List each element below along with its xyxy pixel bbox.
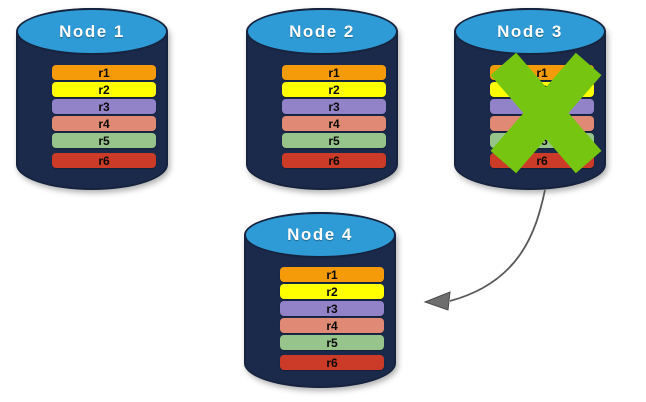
node-2-row-r2-label: r2 <box>328 82 340 97</box>
node-1-row-r1-label: r1 <box>98 65 110 80</box>
node-1-cylinder-top <box>16 8 168 56</box>
node-4-cylinder-top <box>244 212 396 258</box>
node-4-row-r5[interactable]: r5 <box>280 335 384 350</box>
node-4-row-r3[interactable]: r3 <box>280 301 384 316</box>
node-3-row-r1[interactable]: r1 <box>490 65 594 80</box>
node-4[interactable]: Node 4 r1 r2 r3 r4 r5 r6 <box>244 212 396 388</box>
node-4-row-r5-label: r5 <box>326 335 338 350</box>
node-3-row-r4[interactable]: r4 <box>490 116 594 131</box>
node-4-rows: r1 r2 r3 r4 r5 r6 <box>244 212 396 388</box>
node-3[interactable]: Node 3 r1 r2 r3 r4 r5 r6 <box>454 8 606 190</box>
node-2-row-r6-label: r6 <box>328 153 340 168</box>
replication-arrow-path <box>449 189 546 302</box>
node-3-row-r2[interactable]: r2 <box>490 82 594 97</box>
node-4-row-r4-label: r4 <box>326 318 338 333</box>
node-3-row-r5-label: r5 <box>536 133 548 148</box>
node-3-row-r3-label: r3 <box>536 99 548 114</box>
node-1-row-r4-label: r4 <box>98 116 110 131</box>
node-4-row-r1[interactable]: r1 <box>280 267 384 282</box>
node-4-row-r2-label: r2 <box>326 284 338 299</box>
node-3-rows: r1 r2 r3 r4 r5 r6 <box>454 8 606 190</box>
node-2-row-r3[interactable]: r3 <box>282 99 386 114</box>
node-1-row-r3-label: r3 <box>98 99 110 114</box>
node-1-row-r6-label: r6 <box>98 153 110 168</box>
node-1-row-r5-label: r5 <box>98 133 110 148</box>
node-1-row-r1[interactable]: r1 <box>52 65 156 80</box>
node-2-row-r1-label: r1 <box>328 65 340 80</box>
node-3-row-r5[interactable]: r5 <box>490 133 594 148</box>
node-3-row-r1-label: r1 <box>536 65 548 80</box>
node-4-row-r4[interactable]: r4 <box>280 318 384 333</box>
node-4-row-r3-label: r3 <box>326 301 338 316</box>
node-1-row-r2[interactable]: r2 <box>52 82 156 97</box>
node-2-row-r3-label: r3 <box>328 99 340 114</box>
node-2-row-r5-label: r5 <box>328 133 340 148</box>
node-4-row-r6-label: r6 <box>326 355 338 370</box>
node-2-row-r4[interactable]: r4 <box>282 116 386 131</box>
node-2-row-r2[interactable]: r2 <box>282 82 386 97</box>
node-3-row-r6[interactable]: r6 <box>490 153 594 168</box>
node-4-row-r2[interactable]: r2 <box>280 284 384 299</box>
node-2-rows: r1 r2 r3 r4 r5 r6 <box>246 8 398 190</box>
node-1-row-r5[interactable]: r5 <box>52 133 156 148</box>
node-1[interactable]: Node 1 r1 r2 r3 r4 r5 r6 <box>16 8 168 190</box>
node-2-row-r6[interactable]: r6 <box>282 153 386 168</box>
node-1-row-r3[interactable]: r3 <box>52 99 156 114</box>
node-3-row-r2-label: r2 <box>536 82 548 97</box>
node-2-row-r5[interactable]: r5 <box>282 133 386 148</box>
node-3-row-r6-label: r6 <box>536 153 548 168</box>
node-1-row-r2-label: r2 <box>98 82 110 97</box>
replication-arrow-head <box>423 291 451 311</box>
node-2-cylinder-top <box>246 8 398 56</box>
node-1-rows: r1 r2 r3 r4 r5 r6 <box>16 8 168 190</box>
node-1-row-r6[interactable]: r6 <box>52 153 156 168</box>
node-2[interactable]: Node 2 r1 r2 r3 r4 r5 r6 <box>246 8 398 190</box>
node-1-row-r4[interactable]: r4 <box>52 116 156 131</box>
node-2-row-r1[interactable]: r1 <box>282 65 386 80</box>
node-4-row-r1-label: r1 <box>326 267 338 282</box>
node-3-row-r3[interactable]: r3 <box>490 99 594 114</box>
node-3-row-r4-label: r4 <box>536 116 548 131</box>
node-4-row-r6[interactable]: r6 <box>280 355 384 370</box>
node-2-row-r4-label: r4 <box>328 116 340 131</box>
